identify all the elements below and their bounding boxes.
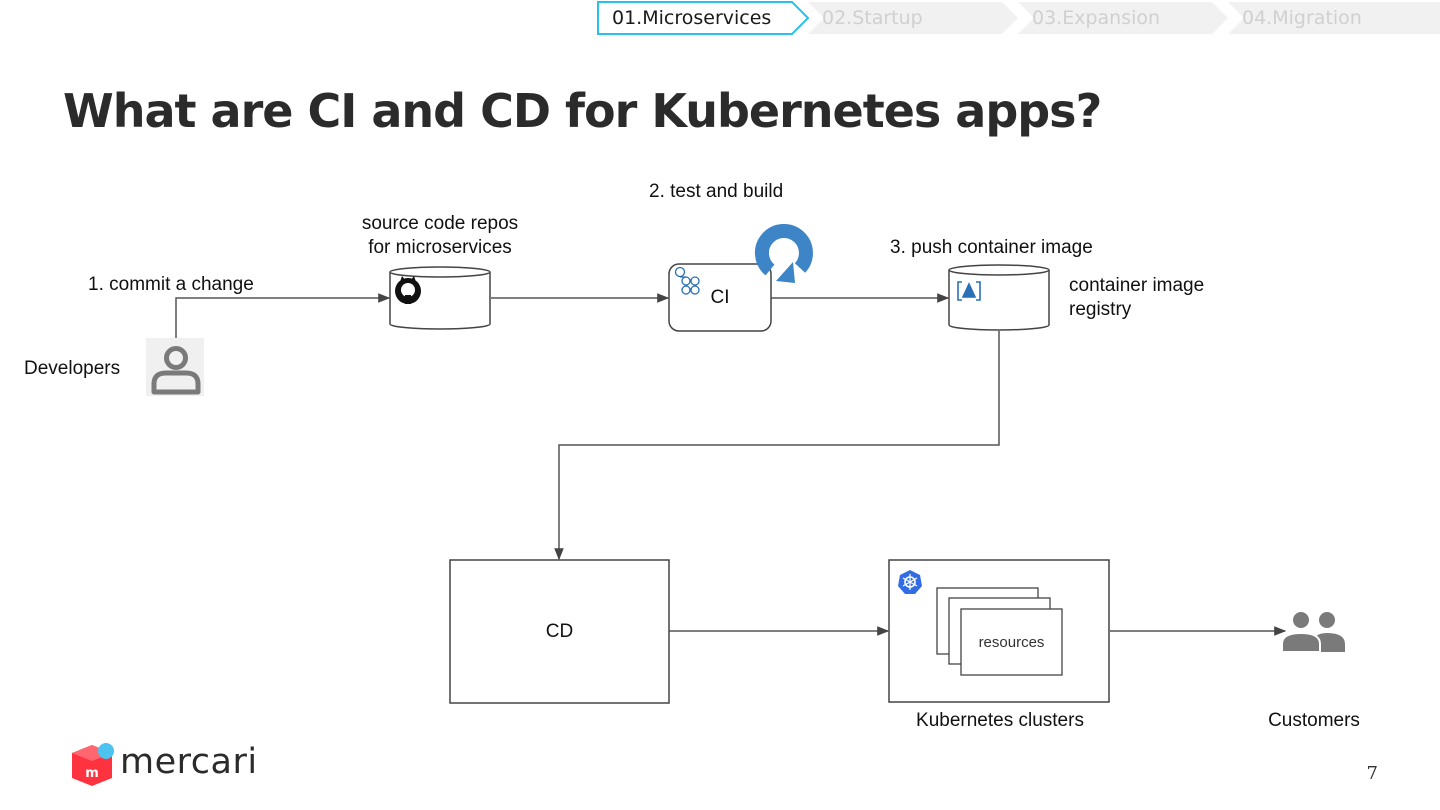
refresh-arrow-icon: [754, 223, 813, 283]
ci-box: [668, 263, 772, 332]
mercari-logo-mark: m: [72, 743, 114, 786]
nav-step-4-shape: [1228, 2, 1440, 34]
registry-label-line2: registry: [1069, 299, 1132, 320]
pipeline-icon: [674, 266, 700, 295]
slide-title: What are CI and CD for Kubernetes apps?: [63, 84, 1102, 138]
section-nav-chevrons: [597, 1, 1440, 35]
repo-label-line1: source code repos: [361, 213, 519, 234]
cd-box: [449, 559, 670, 704]
nav-step-1[interactable]: 01.Microservices: [612, 7, 772, 29]
nav-step-1-shape: [597, 1, 810, 35]
nav-step-3-shape: [1018, 2, 1228, 34]
test-build-label: 2. test and build: [649, 181, 784, 202]
nav-step-2[interactable]: 02.Startup: [822, 7, 923, 29]
registry-to-cd-arrow: [554, 331, 1000, 561]
customers-label: Customers: [1268, 710, 1360, 731]
commit-arrow: [175, 293, 391, 338]
kubernetes-icon: [898, 570, 922, 594]
commit-label: 1. commit a change: [88, 274, 254, 295]
svg-text:m: m: [85, 766, 99, 781]
people-icon: [1281, 610, 1345, 653]
nav-step-4[interactable]: 04.Migration: [1242, 7, 1362, 29]
ci-label: CI: [710, 287, 730, 308]
nav-step-3[interactable]: 03.Expansion: [1032, 7, 1161, 29]
registry-cylinder: [948, 264, 1050, 331]
resource-card-front: [960, 608, 1063, 676]
cd-label: CD: [545, 621, 574, 642]
nav-step-2-shape: [808, 2, 1018, 34]
push-label: 3. push container image: [890, 237, 1093, 258]
container-registry-icon: [957, 281, 981, 301]
page-number: 7: [1366, 763, 1378, 784]
clusters-label: Kubernetes clusters: [916, 710, 1084, 731]
brand-logo-text: mercari: [120, 742, 258, 782]
developers-label: Developers: [24, 358, 121, 379]
repo-label-line2: for microservices: [368, 237, 512, 258]
person-icon: [146, 338, 204, 396]
resources-label: resources: [978, 634, 1045, 651]
github-icon: [395, 276, 421, 304]
registry-label-line1: container image: [1069, 275, 1205, 296]
